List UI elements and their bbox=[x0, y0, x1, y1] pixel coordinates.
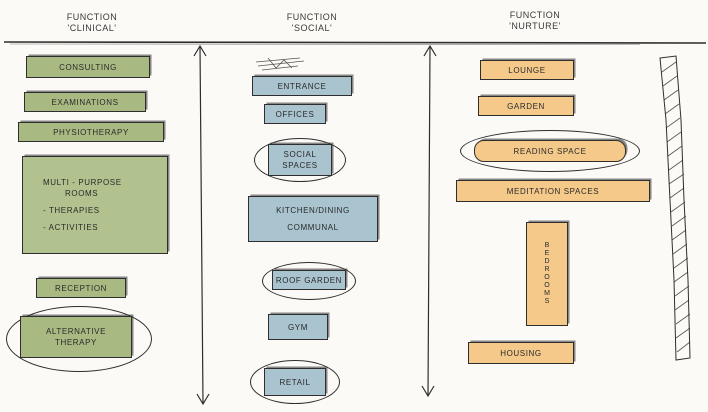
heading-nurture-line1: FUNCTION bbox=[509, 10, 561, 20]
box-alternative-therapy: ALTERNATIVE THERAPY bbox=[20, 316, 132, 358]
ellipse-retail bbox=[250, 360, 340, 404]
hatched-column bbox=[659, 55, 691, 361]
heading-social-line2: 'SOCIAL' bbox=[291, 23, 333, 33]
box-social-spaces: SOCIAL SPACES bbox=[268, 144, 332, 176]
label-entrance: ENTRANCE bbox=[277, 81, 327, 91]
label-gym: GYM bbox=[287, 322, 309, 332]
hatch-strokes bbox=[661, 61, 691, 353]
box-examinations: EXAMINATIONS bbox=[24, 92, 146, 112]
label-housing: HOUSING bbox=[500, 348, 542, 358]
box-kitchen-dining: KITCHEN/DINING COMMUNAL bbox=[248, 196, 378, 242]
label-communal: COMMUNAL bbox=[287, 223, 339, 232]
box-reading-space: READING SPACE bbox=[474, 140, 626, 162]
label-alternative: ALTERNATIVE bbox=[45, 327, 107, 336]
box-physiotherapy: PHYSIOTHERAPY bbox=[18, 122, 164, 142]
heading-nurture-line2: 'NURTURE' bbox=[509, 21, 561, 31]
label-spaces: SPACES bbox=[282, 161, 318, 170]
ellipse-roof-garden bbox=[262, 262, 356, 300]
divider-arrow-right bbox=[421, 44, 437, 398]
heading-nurture: FUNCTION 'NURTURE' bbox=[490, 10, 580, 32]
label-activities: - ACTIVITIES bbox=[43, 223, 99, 232]
box-garden: GARDEN bbox=[478, 96, 574, 116]
ellipse-alternative-therapy bbox=[6, 306, 152, 372]
label-garden: GARDEN bbox=[507, 101, 545, 111]
label-kitchen-dining: KITCHEN/DINING bbox=[276, 206, 350, 215]
label-meditation-spaces: MEDITATION SPACES bbox=[506, 186, 600, 196]
label-retail: RETAIL bbox=[279, 377, 311, 387]
heading-social: FUNCTION 'SOCIAL' bbox=[272, 12, 352, 34]
box-lounge: LOUNGE bbox=[480, 60, 574, 80]
heading-social-line1: FUNCTION bbox=[286, 12, 338, 22]
label-rooms: ROOMS bbox=[65, 189, 99, 198]
heading-clinical-line1: FUNCTION bbox=[66, 12, 118, 22]
label-consulting: CONSULTING bbox=[59, 62, 117, 72]
label-physiotherapy: PHYSIOTHERAPY bbox=[53, 127, 129, 137]
box-bedrooms: BEDROOMS bbox=[526, 222, 568, 326]
box-reception: RECEPTION bbox=[36, 278, 126, 298]
label-lounge: LOUNGE bbox=[508, 65, 546, 75]
box-retail: RETAIL bbox=[264, 368, 326, 396]
label-multi-purpose: MULTI - PURPOSE bbox=[43, 178, 122, 187]
label-roof-garden: ROOF GARDEN bbox=[275, 275, 343, 285]
box-consulting: CONSULTING bbox=[26, 56, 150, 78]
label-therapy: THERAPY bbox=[55, 338, 97, 347]
label-reading-space: READING SPACE bbox=[513, 146, 587, 156]
box-gym: GYM bbox=[268, 314, 328, 340]
heading-clinical-line2: 'CLINICAL' bbox=[67, 23, 117, 33]
box-multi-purpose: MULTI - PURPOSE ROOMS - THERAPIES - ACTI… bbox=[22, 156, 168, 254]
box-housing: HOUSING bbox=[468, 342, 574, 364]
box-offices: OFFICES bbox=[264, 104, 326, 124]
label-social: SOCIAL bbox=[283, 150, 317, 159]
divider-arrow-left bbox=[193, 44, 210, 406]
heading-clinical: FUNCTION 'CLINICAL' bbox=[52, 12, 132, 34]
box-meditation-spaces: MEDITATION SPACES bbox=[456, 180, 650, 202]
label-reception: RECEPTION bbox=[54, 283, 108, 293]
ellipse-reading-space bbox=[460, 130, 640, 172]
top-baseline bbox=[3, 41, 707, 44]
ellipse-social-spaces bbox=[254, 138, 346, 182]
label-bedrooms: BEDROOMS bbox=[543, 242, 551, 306]
box-roof-garden: ROOF GARDEN bbox=[272, 270, 346, 290]
label-therapies: - THERAPIES bbox=[43, 206, 100, 215]
label-offices: OFFICES bbox=[275, 109, 315, 119]
entrance-scribble bbox=[255, 57, 305, 71]
label-examinations: EXAMINATIONS bbox=[51, 97, 119, 107]
box-entrance: ENTRANCE bbox=[252, 76, 352, 96]
